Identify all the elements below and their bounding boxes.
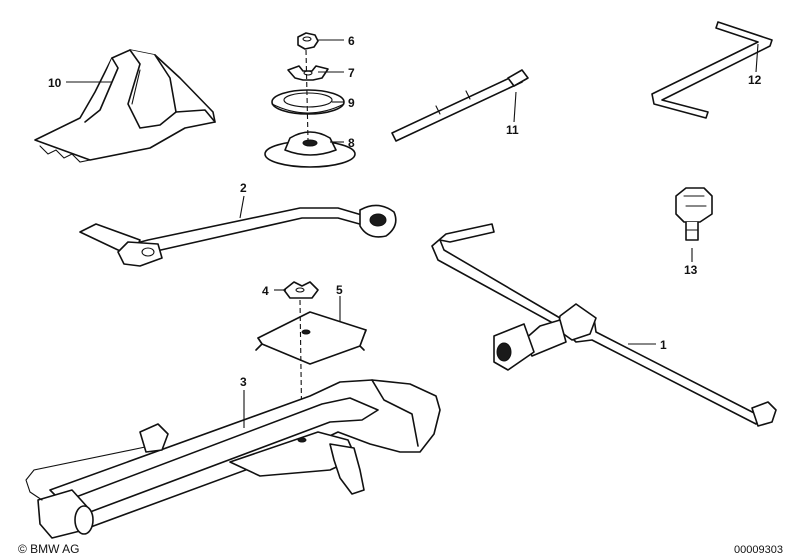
assembly-axis-line-upper [305,49,309,141]
part-6-hex-nut [297,32,319,50]
callout-11: 11 [506,123,519,137]
document-number: 00009303 [734,544,783,556]
callout-3: 3 [240,375,247,389]
part-13-bolt [675,187,713,241]
callout-10: 10 [48,76,62,90]
part-7-wing-nut [287,65,329,81]
callout-1: 1 [660,338,667,352]
callout-7: 7 [348,66,355,80]
part-12-hex-key [651,21,773,119]
callout-4: 4 [262,284,269,298]
part-8-rubber-pad [264,131,356,168]
copyright-notice: © BMW AG [18,542,80,556]
part-11-rod [391,69,529,142]
callout-13: 13 [684,263,698,277]
part-10-wheel-chock [34,49,216,163]
part-9-rubber-washer [271,89,345,115]
part-4-wing-nut [283,281,319,299]
callout-5: 5 [336,283,343,297]
part-5-mounting-plate [255,311,367,365]
part-1-cross-wrench [431,223,777,427]
callout-8: 8 [348,136,355,150]
callout-12: 12 [748,73,762,87]
part-2-lug-wrench [79,204,397,267]
callout-9: 9 [348,96,355,110]
callout-leaders [66,39,759,428]
part-3-jack [25,379,441,539]
callout-2: 2 [240,181,247,195]
callout-6: 6 [348,34,355,48]
